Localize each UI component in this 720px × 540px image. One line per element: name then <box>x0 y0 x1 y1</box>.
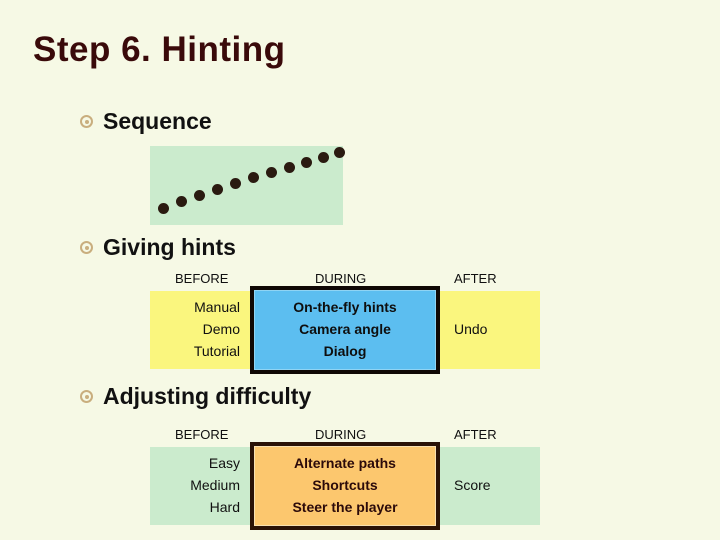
concentric-circle-bullet-icon <box>80 115 93 128</box>
cell-line: Hard <box>209 498 240 515</box>
concentric-circle-bullet-icon <box>80 241 93 254</box>
column-header-after: AFTER <box>454 271 497 286</box>
bullet-label: Giving hints <box>103 234 236 260</box>
sequence-dot <box>248 172 259 183</box>
sequence-dot <box>318 152 329 163</box>
matrix-band: Manual Demo Tutorial On-the-fly hints Ca… <box>150 286 540 374</box>
sequence-dot <box>284 162 295 173</box>
page-title: Step 6. Hinting <box>33 30 286 69</box>
cell-line: Undo <box>454 321 488 338</box>
sequence-dot <box>212 184 223 195</box>
cell-during-highlight: Alternate paths Shortcuts Steer the play… <box>250 442 440 530</box>
bullet-label: Adjusting difficulty <box>103 383 312 409</box>
column-header-before: BEFORE <box>175 271 229 286</box>
cell-before: Easy Medium Hard <box>150 447 250 525</box>
matrix-header-row: BEFORE DURING AFTER <box>150 271 540 291</box>
concentric-circle-bullet-icon <box>80 390 93 403</box>
bullet-item-giving-hints: Giving hints <box>80 234 236 261</box>
matrix-giving-hints: BEFORE DURING AFTER Manual Demo Tutorial… <box>150 271 540 374</box>
bullet-item-adjusting-difficulty: Adjusting difficulty <box>80 383 311 410</box>
column-header-during: DURING <box>315 427 367 442</box>
sequence-dot <box>301 157 312 168</box>
cell-before: Manual Demo Tutorial <box>150 291 250 369</box>
cell-line: Alternate paths <box>294 455 396 472</box>
sequence-dot <box>176 196 187 207</box>
cell-during-highlight: On-the-fly hints Camera angle Dialog <box>250 286 440 374</box>
cell-line: Camera angle <box>299 321 391 338</box>
sequence-dot <box>266 167 277 178</box>
matrix-adjusting-difficulty: BEFORE DURING AFTER Easy Medium Hard Alt… <box>150 427 540 530</box>
sequence-dot <box>158 203 169 214</box>
ascending-dot-sequence-graphic <box>150 146 345 225</box>
cell-after: Score <box>440 447 540 525</box>
sequence-dot <box>230 178 241 189</box>
cell-line: Steer the player <box>292 498 398 515</box>
cell-line: Tutorial <box>193 342 240 359</box>
column-header-before: BEFORE <box>175 427 229 442</box>
column-header-during: DURING <box>315 271 367 286</box>
cell-line: Dialog <box>323 342 367 359</box>
cell-line: Shortcuts <box>312 477 378 494</box>
cell-line: Easy <box>208 455 240 472</box>
bullet-item-sequence: Sequence <box>80 108 212 135</box>
cell-line: Demo <box>202 321 240 338</box>
bullet-label: Sequence <box>103 108 212 134</box>
cell-line: On-the-fly hints <box>293 299 397 316</box>
sequence-dot <box>334 147 345 158</box>
matrix-band: Easy Medium Hard Alternate paths Shortcu… <box>150 442 540 530</box>
column-header-after: AFTER <box>454 427 497 442</box>
sequence-dot <box>194 190 205 201</box>
cell-line: Manual <box>194 299 240 316</box>
cell-line: Score <box>454 477 491 494</box>
cell-line: Medium <box>190 477 240 494</box>
cell-after: Undo <box>440 291 540 369</box>
matrix-header-row: BEFORE DURING AFTER <box>150 427 540 447</box>
